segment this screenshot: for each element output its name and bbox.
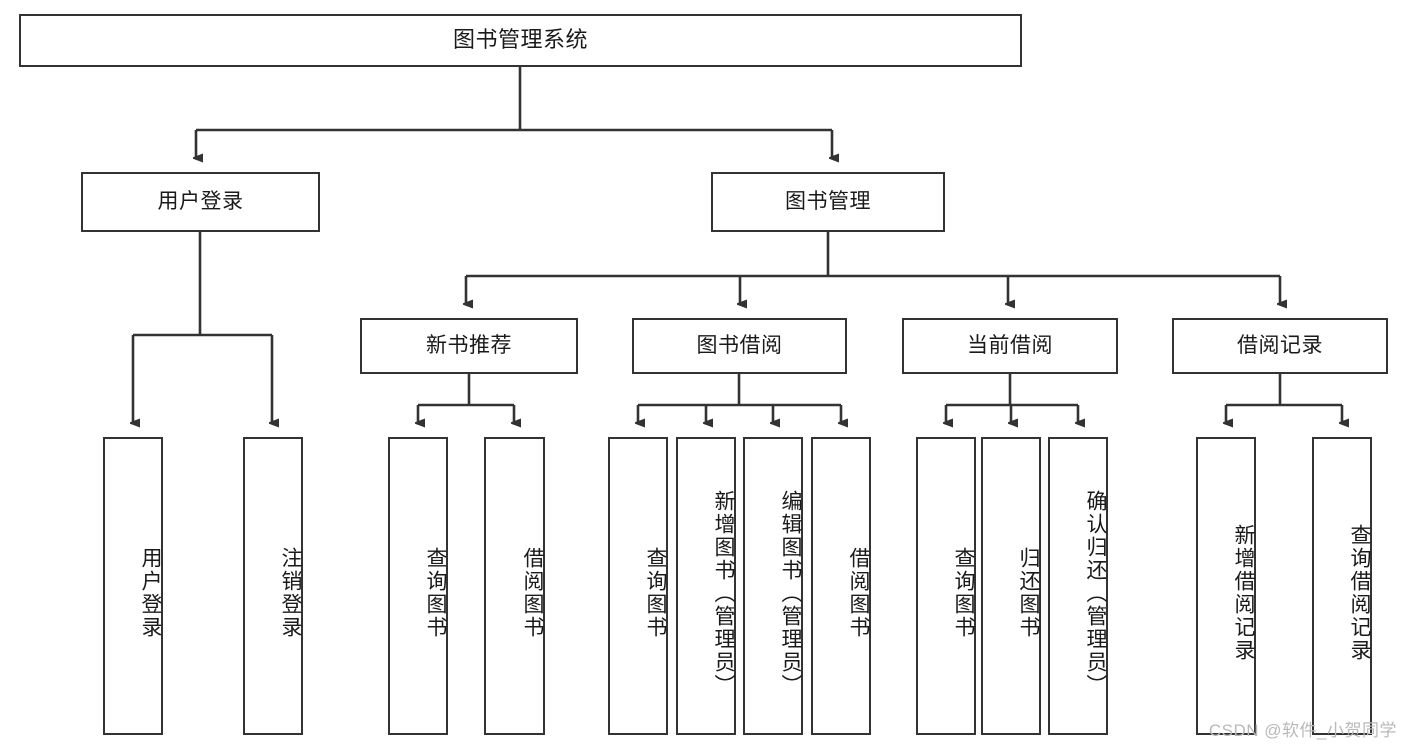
node-book-borrow[interactable]: 图书借阅 bbox=[632, 318, 847, 374]
node-label: 查询图书 bbox=[424, 547, 447, 639]
leaf-new-book-query[interactable]: 查询图书 bbox=[388, 437, 448, 735]
node-current-borrow[interactable]: 当前借阅 bbox=[902, 318, 1118, 374]
leaf-borrow-edit-book-admin[interactable]: 编辑图书（管理员） bbox=[743, 437, 803, 735]
node-label: 新增图书（管理员） bbox=[712, 489, 735, 697]
node-new-book-recommend[interactable]: 新书推荐 bbox=[360, 318, 578, 374]
leaf-record-add-record[interactable]: 新增借阅记录 bbox=[1196, 437, 1256, 735]
node-label: 编辑图书（管理员） bbox=[779, 489, 802, 697]
node-label: 图书借阅 bbox=[696, 334, 783, 358]
node-label: 借阅记录 bbox=[1237, 334, 1323, 358]
node-label: 归还图书 bbox=[1017, 547, 1040, 639]
node-label: 当前借阅 bbox=[967, 334, 1053, 358]
leaf-borrow-add-book-admin[interactable]: 新增图书（管理员） bbox=[676, 437, 736, 735]
node-label: 图书管理 bbox=[785, 190, 871, 214]
node-label: 图书管理系统 bbox=[452, 27, 588, 53]
node-label: 查询借阅记录 bbox=[1348, 524, 1371, 662]
node-label: 查询图书 bbox=[952, 547, 975, 639]
node-book-management[interactable]: 图书管理 bbox=[711, 172, 945, 232]
node-label: 用户登录 bbox=[139, 547, 162, 639]
node-label: 用户登录 bbox=[157, 190, 244, 214]
node-user-login[interactable]: 用户登录 bbox=[81, 172, 320, 232]
node-label: 确认归还（管理员） bbox=[1084, 489, 1107, 697]
leaf-current-return-book[interactable]: 归还图书 bbox=[981, 437, 1041, 735]
node-label: 借阅图书 bbox=[847, 547, 870, 639]
leaf-borrow-query-book[interactable]: 查询图书 bbox=[608, 437, 668, 735]
leaf-record-query-record[interactable]: 查询借阅记录 bbox=[1312, 437, 1372, 735]
node-label: 注销登录 bbox=[279, 547, 302, 639]
leaf-new-book-borrow[interactable]: 借阅图书 bbox=[484, 437, 545, 735]
node-label: 查询图书 bbox=[644, 547, 667, 639]
leaf-user-login-logout[interactable]: 注销登录 bbox=[243, 437, 303, 735]
node-borrow-record[interactable]: 借阅记录 bbox=[1172, 318, 1388, 374]
leaf-user-login-login[interactable]: 用户登录 bbox=[103, 437, 163, 735]
csdn-watermark: CSDN @软件_小贺同学 bbox=[1208, 721, 1397, 740]
leaf-current-confirm-return-admin[interactable]: 确认归还（管理员） bbox=[1048, 437, 1108, 735]
node-label: 新书推荐 bbox=[426, 334, 512, 358]
node-root-system[interactable]: 图书管理系统 bbox=[19, 14, 1022, 67]
node-label: 新增借阅记录 bbox=[1232, 524, 1255, 662]
node-label: 借阅图书 bbox=[521, 547, 544, 639]
leaf-borrow-borrow-book[interactable]: 借阅图书 bbox=[811, 437, 871, 735]
leaf-current-query-book[interactable]: 查询图书 bbox=[916, 437, 976, 735]
